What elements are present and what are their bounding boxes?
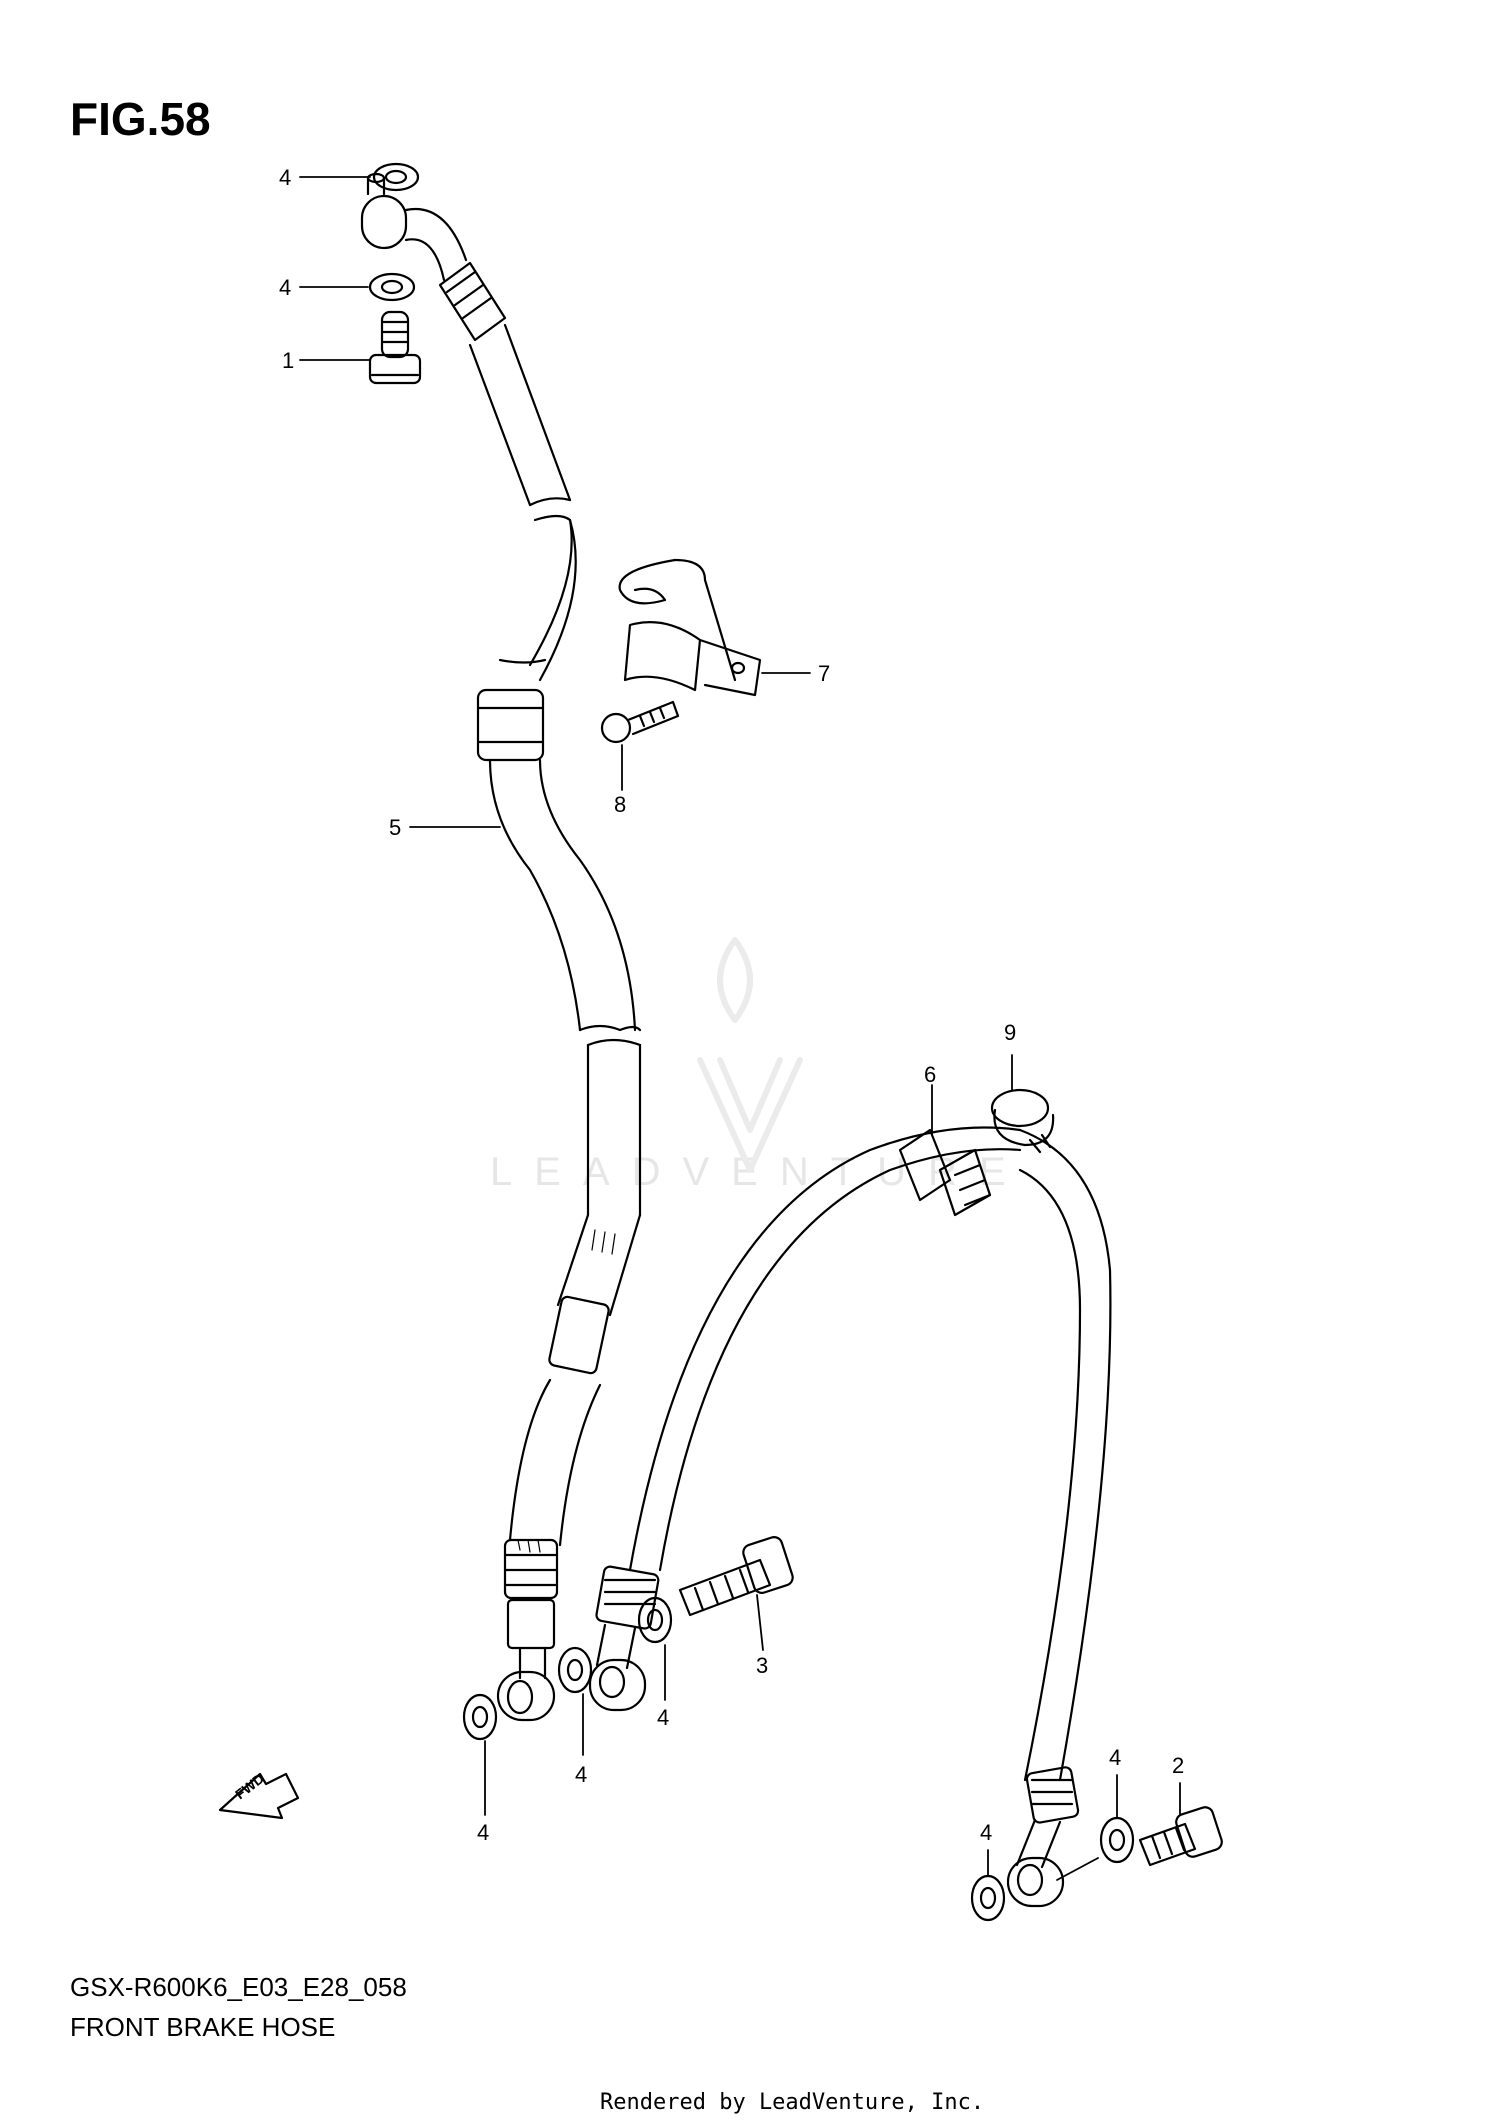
right-hose-right-banjo xyxy=(1006,1856,1065,1908)
callout-5-upper-hose: 5 xyxy=(389,815,402,840)
lower-grommet xyxy=(548,1295,610,1375)
upper-grommet xyxy=(476,688,545,762)
banjo-bolt-3 xyxy=(678,1536,794,1617)
bolt-8 xyxy=(600,700,680,744)
render-credit: Rendered by LeadVenture, Inc. xyxy=(600,2090,985,2115)
hose-bracket-7 xyxy=(618,558,762,697)
right-hose-left-ferrule xyxy=(595,1565,660,1630)
upper-ferrule xyxy=(438,261,507,342)
callout-3-banjo-bolt: 3 xyxy=(756,1653,769,1678)
figure-caption: FRONT BRAKE HOSE xyxy=(70,2012,336,2042)
banjo-bolt-1 xyxy=(368,310,422,385)
leader-lines xyxy=(299,176,1181,1881)
banjo-bolt-2 xyxy=(1138,1806,1223,1867)
callout-1-banjo-bolt: 1 xyxy=(282,348,295,373)
callout-4-washer-mid: 4 xyxy=(657,1705,670,1730)
upper-banjo-fitting xyxy=(360,194,408,250)
washer-4-upper xyxy=(368,272,416,302)
watermark-logo xyxy=(697,937,803,1173)
fwd-arrow-icon xyxy=(218,1772,300,1820)
washer-4-left-middle xyxy=(557,1646,593,1694)
model-code: GSX-R600K6_E03_E28_058 xyxy=(70,1972,407,2002)
upper-hose-assembly xyxy=(360,172,642,1722)
callout-6-right-hose: 6 xyxy=(924,1062,937,1087)
callout-9-clip: 9 xyxy=(1004,1020,1017,1045)
callout-4-washer-right-inner: 4 xyxy=(1109,1745,1122,1770)
washer-4-right-inner xyxy=(1099,1816,1135,1864)
callout-4-top-washer: 4 xyxy=(279,165,292,190)
figure-title: FIG.58 xyxy=(70,93,211,145)
washer-4-left-right xyxy=(637,1596,673,1644)
callout-4-washer-right-outer: 4 xyxy=(980,1820,993,1845)
washer-4-right-outer xyxy=(970,1874,1006,1922)
right-hose-assembly xyxy=(588,1126,1112,1908)
right-hose-right-ferrule xyxy=(1025,1766,1080,1824)
callout-2-banjo-bolt: 2 xyxy=(1172,1753,1185,1778)
callout-4-washer-bottom: 4 xyxy=(477,1820,490,1845)
grommet-6 xyxy=(898,1128,952,1202)
hose-clip-9 xyxy=(990,1088,1055,1154)
callout-4-upper-washer: 4 xyxy=(279,275,292,300)
callout-8-bolt: 8 xyxy=(614,792,627,817)
callout-4-washer-left: 4 xyxy=(575,1762,588,1787)
left-lower-banjo xyxy=(496,1670,556,1722)
callout-7-bracket: 7 xyxy=(818,661,831,686)
washer-4-left-bottom xyxy=(462,1693,498,1741)
washer-4-top xyxy=(372,162,420,192)
right-hose-left-banjo xyxy=(588,1658,647,1712)
